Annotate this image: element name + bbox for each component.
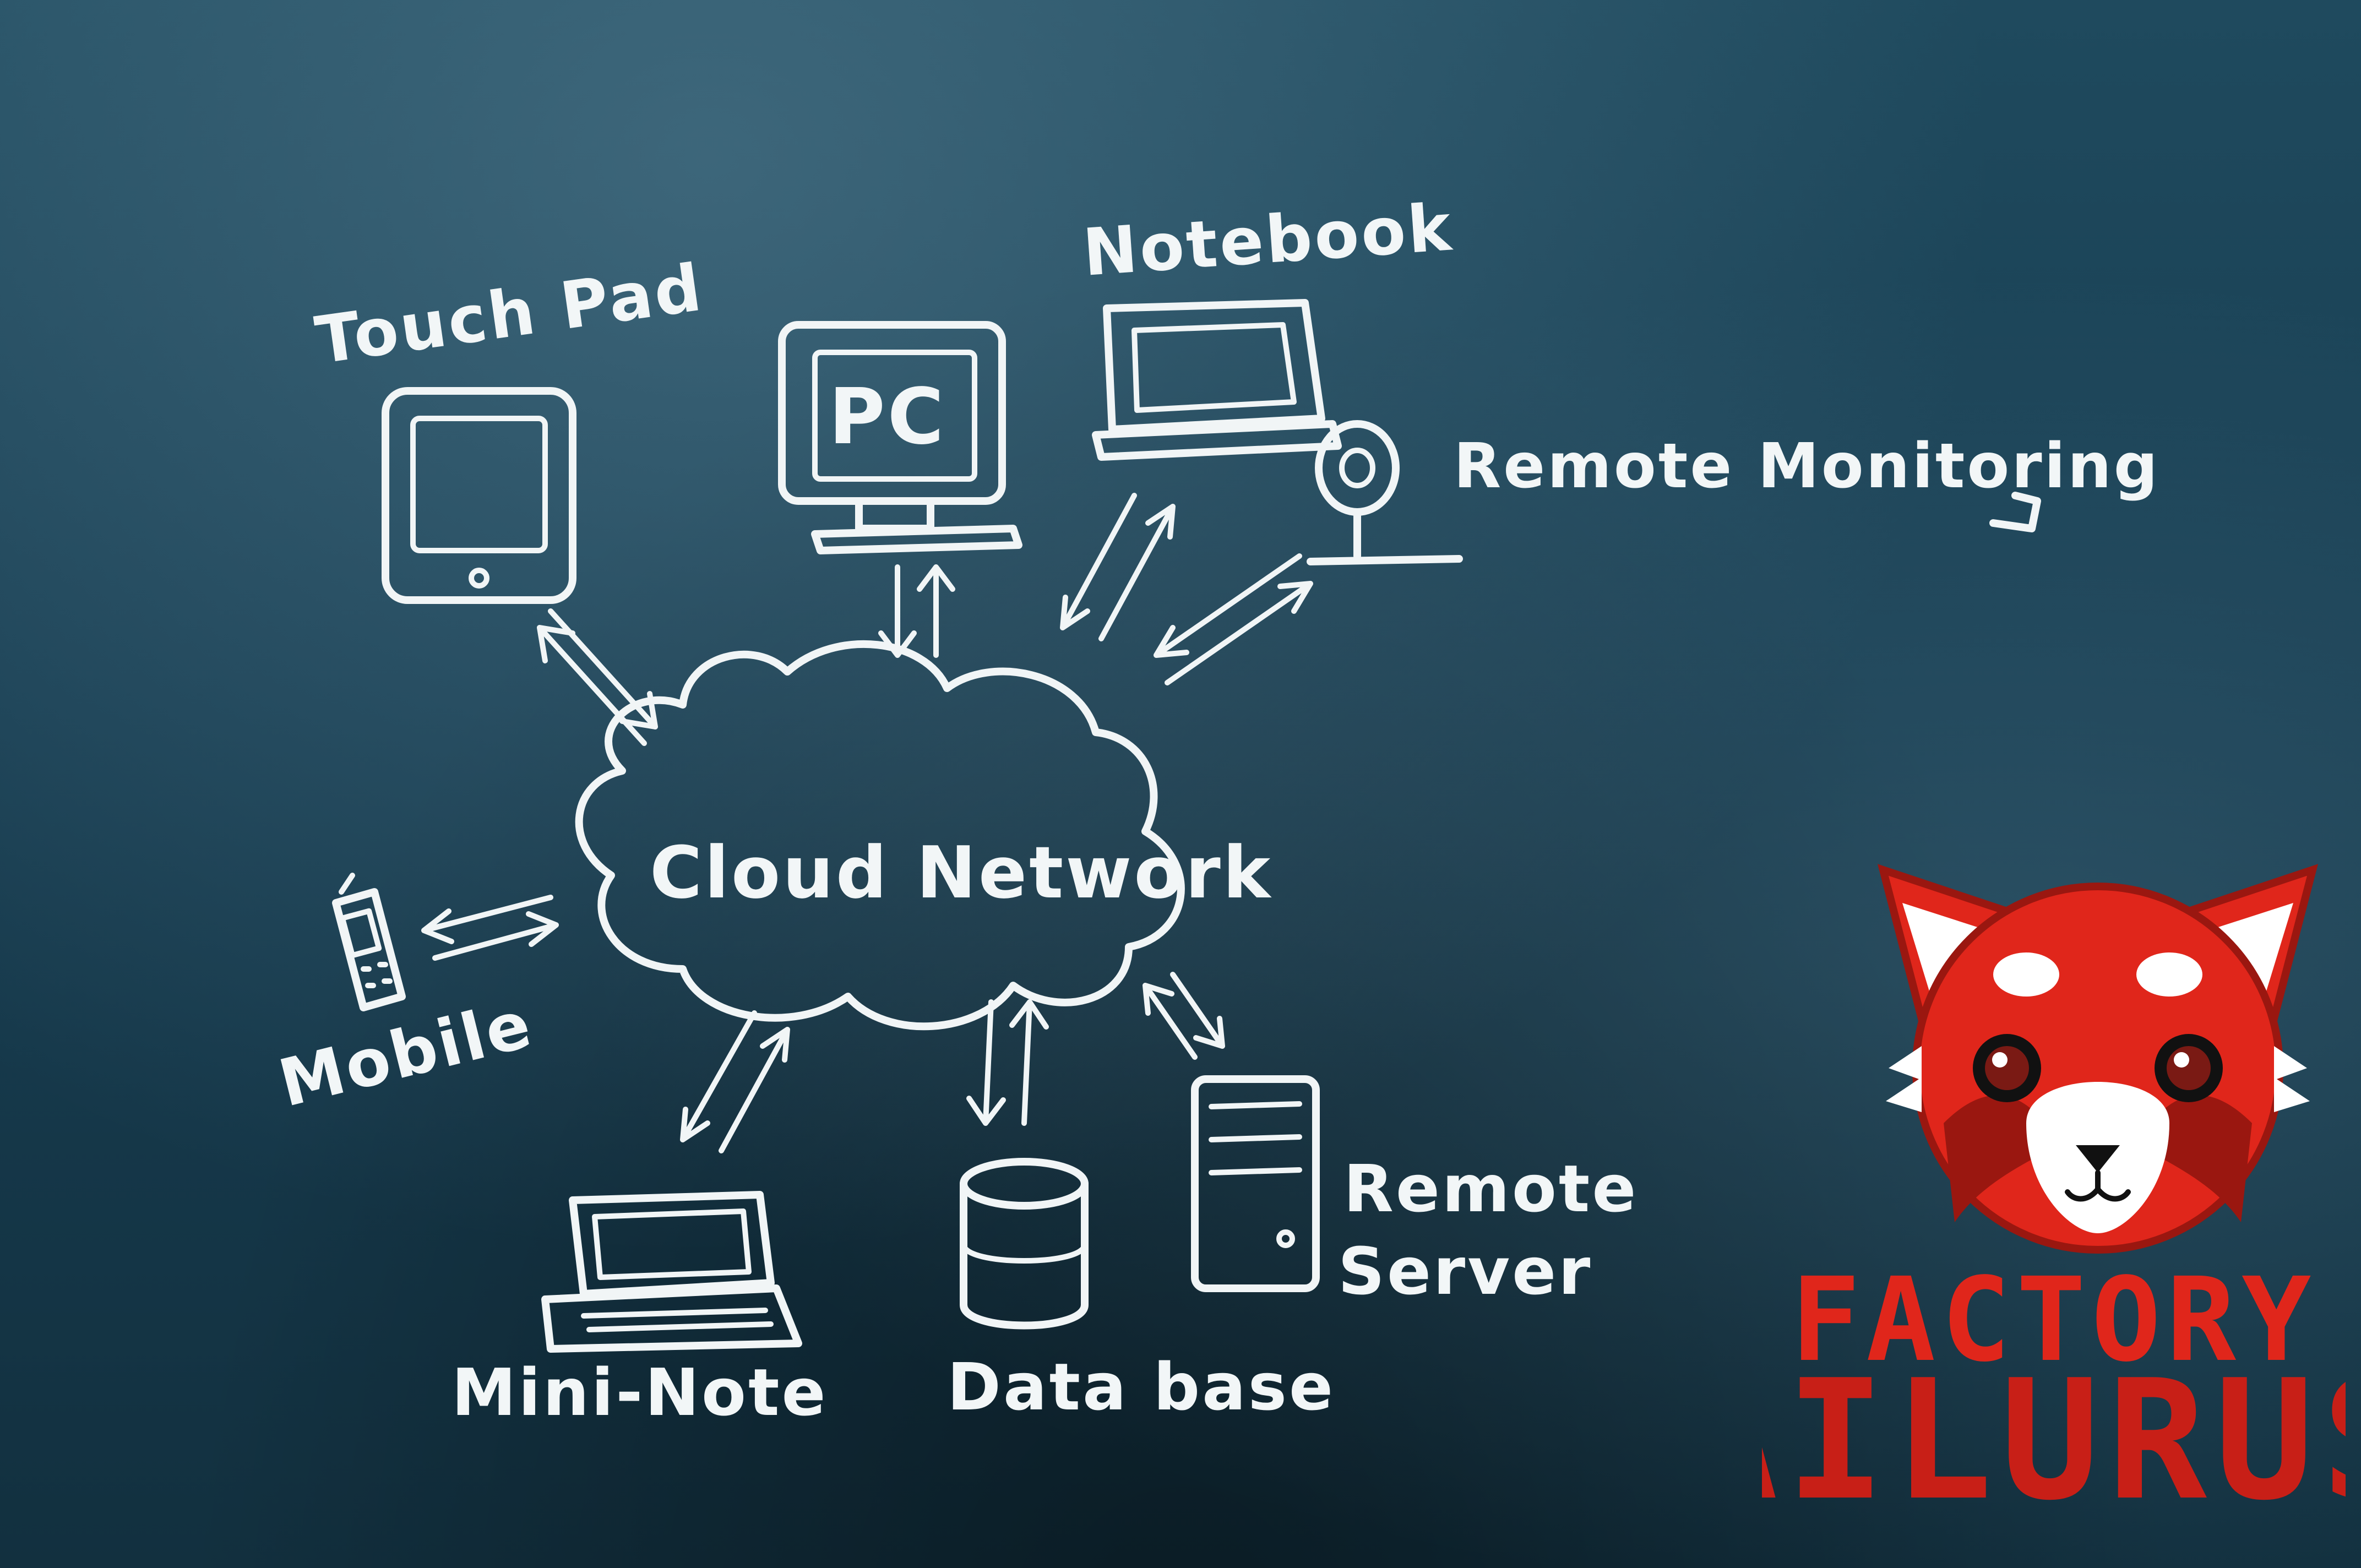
- remote-server-label-line2: Server: [1338, 1233, 1592, 1309]
- arrow-monitoring-cloud: [1154, 553, 1313, 685]
- eye-icon: [1973, 1034, 2041, 1102]
- pc-icon: [778, 321, 1022, 554]
- mini-note-icon: [541, 1191, 802, 1353]
- arrow-server-cloud: [1143, 972, 1225, 1060]
- eye-icon: [2155, 1034, 2223, 1102]
- remote-monitoring-underline: [1989, 492, 2041, 532]
- arrow-notebook-cloud: [1060, 493, 1176, 641]
- arrow-mininote-cloud: [680, 1010, 790, 1153]
- webcam-icon: [1307, 420, 1463, 565]
- brand-line1: FACTORY: [1791, 1255, 2316, 1387]
- notebook-label: Notebook: [1080, 189, 1455, 291]
- notebook-icon: [1092, 299, 1342, 461]
- touchpad-icon: [382, 387, 576, 604]
- arrow-pc-cloud: [878, 564, 955, 658]
- red-panda-logo: [1877, 864, 2319, 1254]
- cloud-shape: [575, 640, 1185, 1031]
- brand-name: FACTORY AILURUS: [1679, 1253, 2361, 1544]
- brand-line2: AILURUS: [1762, 1344, 2346, 1537]
- mini-note-label: Mini-Note: [451, 1354, 828, 1430]
- brand-wordmark: FACTORY AILURUS: [1679, 1253, 2361, 1537]
- remote-server-label-line1: Remote: [1343, 1151, 1638, 1227]
- cloud-network-label: Cloud Network: [650, 831, 1272, 914]
- pc-label: PC: [829, 372, 946, 462]
- arrow-mobile-cloud: [421, 895, 559, 961]
- arrow-touchpad-cloud: [537, 608, 658, 746]
- remote-monitoring-label: Remote Monitoring: [1454, 431, 2160, 502]
- mobile-icon: [332, 873, 406, 1011]
- nose-icon: [2076, 1145, 2120, 1173]
- touchpad-label: Touch Pad: [311, 249, 708, 378]
- database-label: Data base: [947, 1349, 1335, 1425]
- arrow-database-cloud: [966, 999, 1049, 1126]
- database-icon: [960, 1158, 1089, 1330]
- mobile-label: Mobile: [271, 986, 540, 1121]
- server-icon: [1191, 1075, 1320, 1292]
